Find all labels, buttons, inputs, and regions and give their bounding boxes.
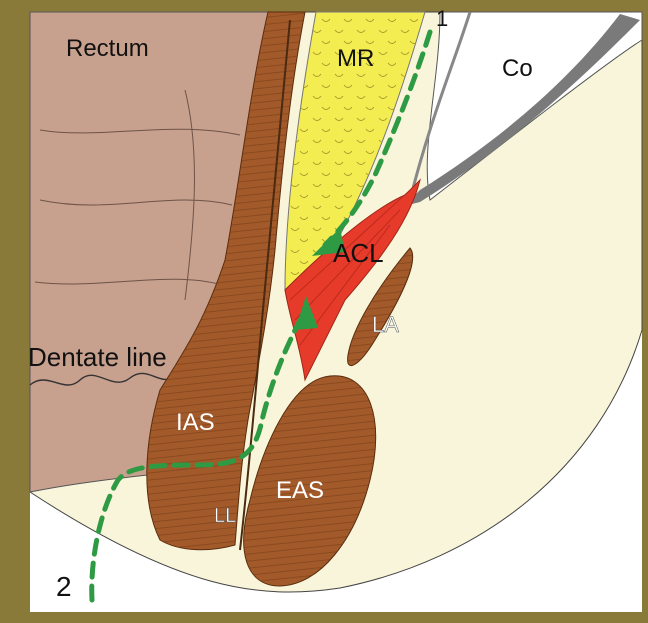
label-rectum: Rectum [66, 35, 149, 62]
label-path-2: 2 [56, 571, 72, 602]
label-eas: EAS [276, 477, 324, 504]
label-acl: ACL [333, 238, 384, 268]
label-ias: IAS [176, 409, 215, 436]
label-co: Co [502, 55, 533, 82]
label-ll: LL [214, 505, 236, 527]
label-la: LA [372, 312, 399, 337]
label-path-1: 1 [436, 6, 448, 31]
label-dentate-line: Dentate line [28, 342, 167, 372]
label-mr: MR [337, 45, 374, 72]
